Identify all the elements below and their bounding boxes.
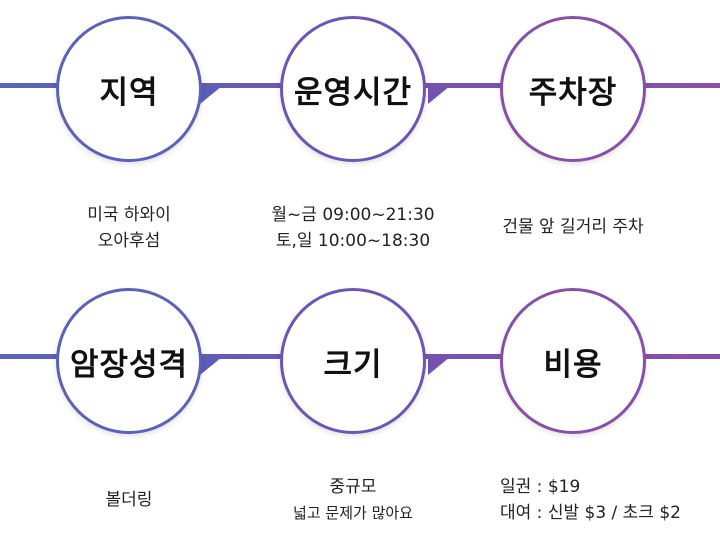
node-hours: 운영시간	[280, 16, 426, 162]
desc-line: 넓고 문제가 많아요	[293, 504, 413, 522]
desc-cost: 일권 : $19 대여 : 신발 $3 / 초크 $2	[500, 474, 715, 526]
desc-line: 일권 : $19	[500, 477, 581, 497]
desc-parking: 건물 앞 길거리 주차	[488, 214, 658, 240]
node-title: 암장성격	[67, 338, 191, 384]
desc-line: 월~금 09:00~21:30	[271, 205, 435, 225]
node-title: 크기	[321, 338, 385, 384]
arrow-pointer-3	[200, 357, 222, 375]
desc-line: 미국 하와이	[87, 205, 171, 225]
node-region: 지역	[56, 16, 202, 162]
desc-line: 토,일 10:00~18:30	[275, 231, 431, 251]
desc-line: 중규모	[329, 477, 377, 497]
node-parking: 주차장	[500, 16, 646, 162]
node-size: 크기	[280, 288, 426, 434]
timeline-row-1: 지역 운영시간 주차장	[0, 0, 720, 210]
desc-hours: 월~금 09:00~21:30 토,일 10:00~18:30	[253, 202, 453, 254]
desc-type: 볼더링	[56, 487, 202, 513]
arrow-pointer-2	[428, 86, 450, 104]
node-title: 비용	[541, 338, 605, 384]
desc-region: 미국 하와이 오아후섬	[56, 202, 202, 254]
node-title: 지역	[97, 66, 161, 112]
node-cost: 비용	[500, 288, 646, 434]
desc-line: 오아후섬	[97, 231, 161, 251]
node-type: 암장성격	[56, 288, 202, 434]
node-title: 주차장	[526, 66, 620, 112]
arrow-pointer-1	[200, 86, 222, 104]
timeline-row-2: 암장성격 크기 비용	[0, 272, 720, 482]
desc-line: 볼더링	[105, 490, 153, 510]
desc-size: 중규모 넓고 문제가 많아요	[273, 474, 433, 526]
arrow-pointer-4	[428, 357, 450, 375]
desc-line: 대여 : 신발 $3 / 초크 $2	[500, 503, 681, 523]
node-title: 운영시간	[291, 66, 415, 112]
desc-line: 건물 앞 길거리 주차	[502, 217, 644, 237]
